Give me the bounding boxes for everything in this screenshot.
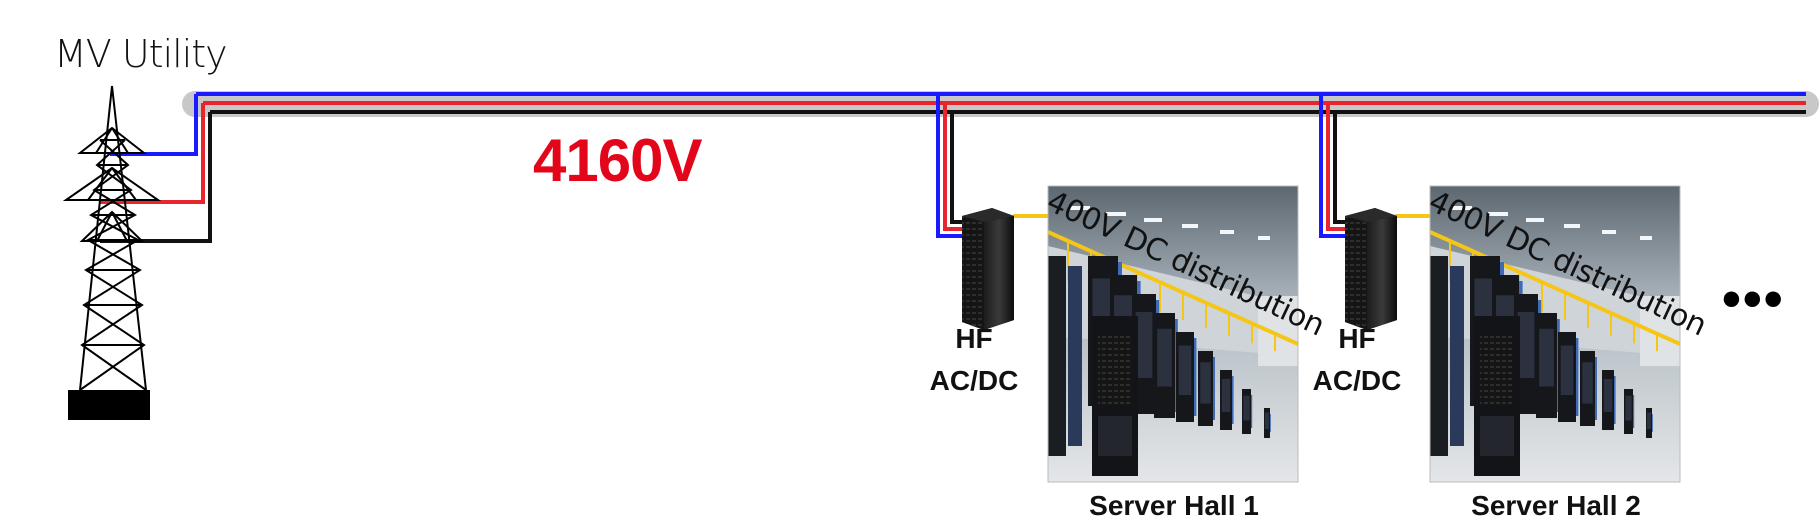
converter-label-hall-1: HF AC/DC bbox=[914, 318, 1034, 402]
server-hall-label-1: Server Hall 1 bbox=[1089, 490, 1259, 521]
converter-cabinet-icon bbox=[1345, 208, 1397, 330]
transmission-tower-icon bbox=[62, 85, 162, 420]
drop-phase-red bbox=[100, 103, 205, 204]
converter-label-line1: HF bbox=[955, 323, 993, 354]
converter-label-hall-2: HF AC/DC bbox=[1297, 318, 1417, 402]
branch-hall-1 bbox=[936, 94, 962, 238]
continuation-ellipsis: ••• bbox=[1722, 269, 1785, 329]
branch-hall-2 bbox=[1319, 94, 1345, 238]
server-hall-image bbox=[1429, 185, 1681, 483]
converter-cabinet-icon bbox=[962, 208, 1014, 330]
server-hall-image bbox=[1047, 185, 1299, 483]
converter-label-line2: AC/DC bbox=[1312, 365, 1402, 396]
utility-label: MV Utility bbox=[54, 32, 228, 76]
tower-base bbox=[68, 390, 150, 420]
converter-label-line1: HF bbox=[1338, 323, 1376, 354]
mv-bus bbox=[100, 91, 1819, 243]
converter-label-line2: AC/DC bbox=[929, 365, 1019, 396]
bus-voltage-label: 4160V bbox=[533, 127, 702, 194]
server-hall-label-2: Server Hall 2 bbox=[1471, 490, 1641, 521]
